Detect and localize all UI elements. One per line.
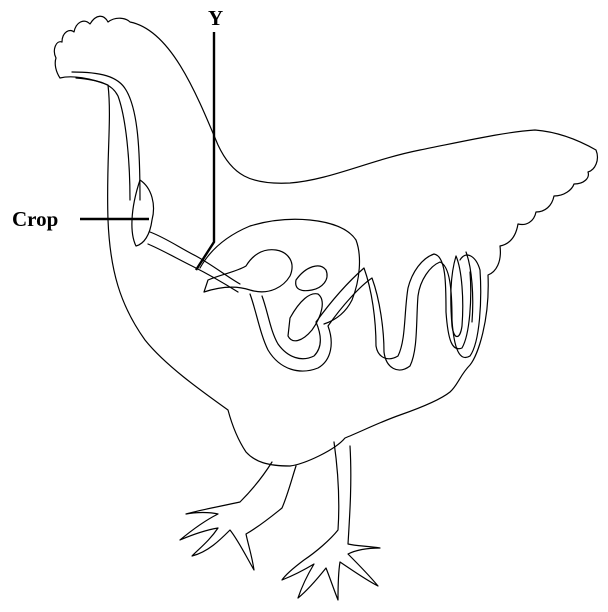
label-y: Y [208,6,223,30]
hen-body-outline [54,16,597,466]
crop-to-gizzard-tube [148,232,240,292]
caeca [451,252,473,337]
gizzard [204,250,292,292]
intestine-loop-detail [288,266,327,341]
hen-leg-right [282,442,380,600]
label-crop: Crop [12,207,58,231]
y-pointer-line [196,32,214,270]
oesophagus-inner [76,78,130,200]
proventriculus [200,219,359,324]
hen-leg-left [180,462,296,570]
intestine-inner [262,254,471,359]
crop [132,180,154,246]
